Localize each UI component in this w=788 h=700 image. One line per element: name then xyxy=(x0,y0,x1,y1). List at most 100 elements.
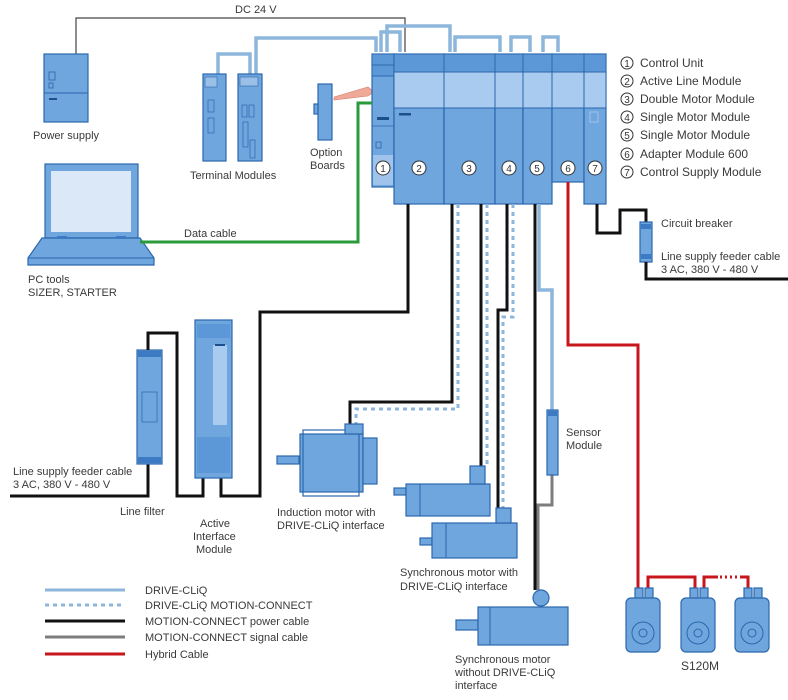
aim-label-3: Module xyxy=(196,544,232,556)
data-cable: Data cable xyxy=(140,101,372,244)
svg-text:Adapter Module 600: Adapter Module 600 xyxy=(640,147,748,161)
cable-legend: DRIVE-CLiQ DRIVE-CLiQ MOTION-CONNECT MOT… xyxy=(45,585,313,661)
sensor-module: Sensor Module xyxy=(546,409,602,476)
sync-motor-without-label-3: interface xyxy=(455,680,497,692)
svg-text:4: 4 xyxy=(506,164,512,175)
legend-item: 5 Single Motor Module xyxy=(620,128,750,142)
ventilation-strip xyxy=(393,53,607,73)
svg-text:Double Motor Module: Double Motor Module xyxy=(640,92,755,106)
aim-label-2: Interface xyxy=(193,531,236,543)
circuit-breaker-label: Circuit breaker xyxy=(661,218,733,230)
line-supply-left-2: 3 AC, 380 V - 480 V xyxy=(13,479,111,491)
synchronous-motor-1 xyxy=(393,465,491,517)
legend-item: 6 Adapter Module 600 xyxy=(620,147,748,161)
sync-motor-without-label-2: without DRIVE-CLiQ xyxy=(454,667,556,679)
cable-legend-item: Hybrid Cable xyxy=(45,649,209,661)
svg-text:6: 6 xyxy=(624,150,630,161)
svg-text:MOTION-CONNECT power cable: MOTION-CONNECT power cable xyxy=(145,616,309,628)
svg-text:7: 7 xyxy=(624,168,630,179)
circuit-breaker: Circuit breaker Line supply feeder cable… xyxy=(595,204,788,281)
svg-text:3: 3 xyxy=(466,164,472,175)
svg-text:Active Line Module: Active Line Module xyxy=(640,74,742,88)
sync-motor-without-label-1: Synchronous motor xyxy=(455,654,551,666)
module-legend: 1 Control Unit 2 Active Line Module 3 Doubl… xyxy=(620,56,762,179)
svg-text:DRIVE-CLiQ: DRIVE-CLiQ xyxy=(145,585,208,597)
dc24v-cable: DC 24 V xyxy=(75,4,406,54)
svg-text:Control Unit: Control Unit xyxy=(640,56,704,70)
active-interface-module: Active Interface Module xyxy=(193,319,236,556)
svg-text:MOTION-CONNECT signal cable: MOTION-CONNECT signal cable xyxy=(145,632,308,644)
synchronous-motor-2: Synchronous motor with DRIVE-CLiQ interf… xyxy=(400,507,518,593)
svg-text:6: 6 xyxy=(565,164,571,175)
svg-text:Single Motor Module: Single Motor Module xyxy=(640,128,750,142)
cable-legend-item: MOTION-CONNECT power cable xyxy=(45,616,309,628)
alm-power-cable xyxy=(219,204,410,498)
legend-item: 2 Active Line Module xyxy=(620,74,742,88)
smm4-dqmc-cable xyxy=(501,204,515,508)
s120m-units: S120M xyxy=(625,587,770,673)
induction-motor-label-2: DRIVE-CLiQ interface xyxy=(277,520,385,532)
synchronous-motor-without-dq: Synchronous motor without DRIVE-CLiQ int… xyxy=(454,589,569,692)
aim-label-1: Active xyxy=(200,518,230,530)
dc24v-label: DC 24 V xyxy=(235,4,277,16)
option-boards: Option Boards xyxy=(310,83,375,172)
svg-text:4: 4 xyxy=(624,113,630,124)
sensor-drive-cliq-cable xyxy=(537,204,554,410)
legend-item: 1 Control Unit xyxy=(620,56,704,70)
svg-text:1: 1 xyxy=(624,59,630,70)
legend-item: 4 Single Motor Module xyxy=(620,110,750,124)
sensor-signal-cable xyxy=(536,475,554,590)
svg-text:5: 5 xyxy=(534,164,540,175)
s120m-unit xyxy=(734,587,770,653)
induction-motor: Induction motor with DRIVE-CLiQ interfac… xyxy=(276,423,385,532)
legend-item: 7 Control Supply Module xyxy=(620,165,762,179)
pc-tools-label-2: SIZER, STARTER xyxy=(28,287,117,299)
line-supply-left-1: Line supply feeder cable xyxy=(13,466,132,478)
line-filter-label: Line filter xyxy=(120,506,165,518)
terminal-modules: Terminal Modules xyxy=(190,36,378,182)
smm4-power-cable xyxy=(496,204,509,508)
sync-motor-with-label-1: Synchronous motor with xyxy=(400,567,518,579)
sensor-module-label-2: Module xyxy=(566,440,602,452)
svg-text:DRIVE-CLiQ MOTION-CONNECT: DRIVE-CLiQ MOTION-CONNECT xyxy=(145,600,313,612)
sync-motor-with-label-2: DRIVE-CLiQ interface xyxy=(400,581,508,593)
cable-legend-item: DRIVE-CLiQ xyxy=(45,585,208,597)
dmm-power-cable-1 xyxy=(348,204,454,424)
dmm-dqmc-cable-1 xyxy=(354,204,460,424)
light-band xyxy=(393,71,607,109)
drive-cliq-top-links xyxy=(379,24,560,52)
svg-text:7: 7 xyxy=(592,164,598,175)
data-cable-label: Data cable xyxy=(184,228,237,240)
svg-text:2: 2 xyxy=(624,77,630,88)
legend-item: 3 Double Motor Module xyxy=(620,92,755,106)
line-supply-right-1: Line supply feeder cable xyxy=(661,251,780,263)
svg-text:2: 2 xyxy=(416,164,422,175)
terminal-modules-label: Terminal Modules xyxy=(190,170,277,182)
power-supply: Power supply xyxy=(33,53,100,142)
svg-text:Control Supply Module: Control Supply Module xyxy=(640,165,762,179)
line-supply-right-2: 3 AC, 380 V - 480 V xyxy=(661,264,759,276)
s120m-unit xyxy=(625,587,661,653)
sensor-module-label-1: Sensor xyxy=(566,427,601,439)
svg-text:1: 1 xyxy=(380,164,386,175)
pc-tools-label-1: PC tools xyxy=(28,274,70,286)
drive-lineup: 1 2 3 4 5 6 7 xyxy=(371,53,607,205)
svg-text:3: 3 xyxy=(624,95,630,106)
cable-legend-item: MOTION-CONNECT signal cable xyxy=(45,632,308,644)
option-boards-label-1: Option xyxy=(310,147,342,159)
module-numbers: 1 2 3 4 5 6 7 xyxy=(375,160,603,176)
svg-text:Hybrid Cable: Hybrid Cable xyxy=(145,649,209,661)
cable-legend-item: DRIVE-CLiQ MOTION-CONNECT xyxy=(45,600,313,612)
pc-laptop: PC tools SIZER, STARTER xyxy=(27,163,155,299)
svg-text:Single Motor Module: Single Motor Module xyxy=(640,110,750,124)
option-boards-label-2: Boards xyxy=(310,160,345,172)
induction-motor-label-1: Induction motor with xyxy=(277,507,375,519)
line-filter: Line filter Line supply feeder cable 3 A… xyxy=(10,331,205,518)
s120m-unit xyxy=(680,587,716,653)
hybrid-cable xyxy=(566,182,750,590)
power-supply-label: Power supply xyxy=(33,130,100,142)
s120m-label: S120M xyxy=(681,659,719,673)
arrow-icon xyxy=(333,86,375,101)
svg-text:5: 5 xyxy=(624,131,630,142)
